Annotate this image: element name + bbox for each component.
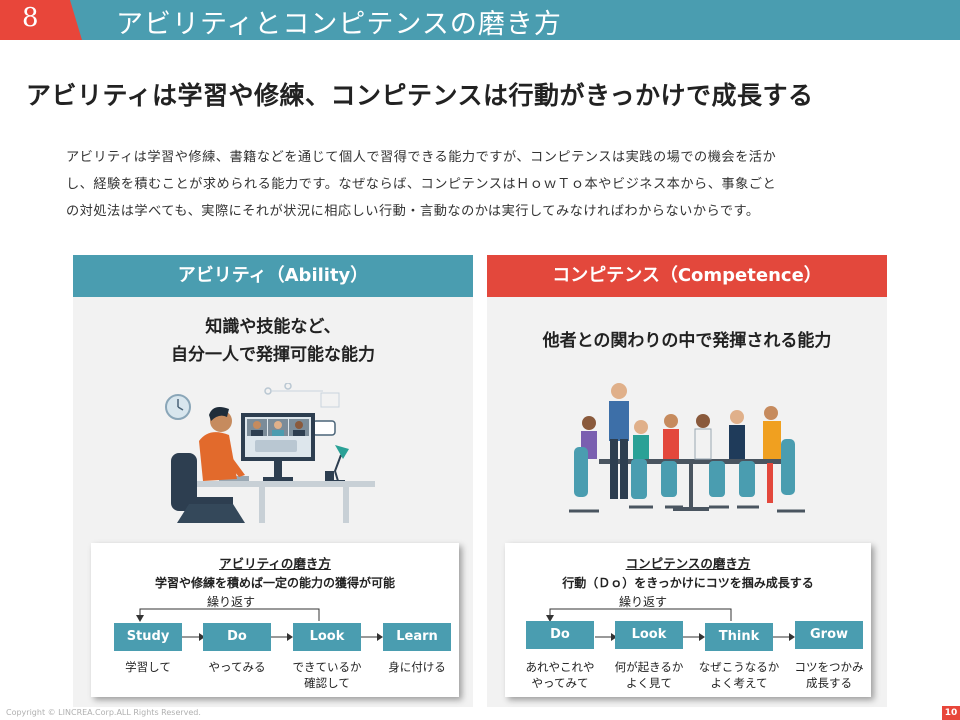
caption-line: あれやこれや [525,660,595,674]
competence-header: コンピテンス（Competence） [487,255,887,297]
caption-line: よく見て [626,676,672,690]
repeat-loop-arrow-icon [136,608,383,641]
caption-line: 確認して [304,676,350,690]
step-think: Think [705,623,773,651]
step-caption: 学習して [98,659,198,675]
caption-line: 成長する [806,676,852,690]
card-title: アビリティの磨き方 [219,556,331,571]
step-caption: やってみる [187,659,287,675]
caption-line: できているか [292,660,362,674]
step-grow: Grow [795,621,863,649]
section-number: 8 [22,3,39,33]
ability-header: アビリティ（Ability） [73,255,473,297]
caption-line: 何が起きるか [614,660,684,674]
caption-line: 身に付ける [388,660,446,674]
copyright: Copyright © LINCREA.Corp.ALL Rights Rese… [6,708,201,717]
step-caption: コツをつかみ 成長する [779,659,879,691]
tagline-line: 知識や技能など、 [205,317,341,337]
caption-line: やってみる [208,660,266,674]
caption-line: よく考えて [710,676,768,690]
slide-title: アビリティとコンピテンスの磨き方 [116,9,562,40]
competence-panel: コンピテンス（Competence） 他者との関わりの中で発揮される能力 コンピ… [487,255,887,707]
caption-line: 学習して [125,660,171,674]
tagline-line: 自分一人で発揮可能な能力 [171,345,375,365]
body-line: アビリティは学習や修練、書籍などを通じて個人で習得できる能力ですが、コンピテンス… [66,150,777,165]
section-number-badge: 8 [0,0,82,40]
caption-line: やってみて [531,676,589,690]
step-caption: 何が起きるか よく見て [599,659,699,691]
repeat-label: 繰り返す [207,595,256,609]
step-caption: なぜこうなるか よく考えて [689,659,789,691]
repeat-label: 繰り返す [619,595,668,609]
step-look: Look [615,621,683,649]
competence-method-card: コンピテンスの磨き方 行動（Ｄｏ）をきっかけにコツを掴み成長する 繰り返す Do… [505,543,871,697]
step-caption: 身に付ける [367,659,467,675]
person-at-computer-video-call-illustration [165,383,375,523]
team-meeting-table-illustration [569,383,805,513]
card-subtitle: 学習や修練を積めば一定の能力の獲得が可能 [154,576,395,590]
page-number: 10 [942,706,960,720]
repeat-loop-arrow-icon [546,608,795,641]
step-study: Study [114,623,182,651]
card-title: コンピテンスの磨き方 [625,556,751,571]
caption-line: なぜこうなるか [698,660,780,674]
ability-method-card: アビリティの磨き方 学習や修練を積めば一定の能力の獲得が可能 繰り返す Stud… [91,543,459,697]
competence-tagline: 他者との関わりの中で発揮される能力 [542,331,832,351]
ability-panel: アビリティ（Ability） 知識や技能など、 自分一人で発揮可能な能力 [73,255,473,707]
caption-line: コツをつかみ [794,660,864,674]
step-look: Look [293,623,361,651]
step-caption: あれやこれや やってみて [510,659,610,691]
slide-subtitle: アビリティは学習や修練、コンピテンスは行動がきっかけで成長する [26,81,814,110]
step-do: Do [526,621,594,649]
title-banner: 8 アビリティとコンピテンスの磨き方 [0,0,960,40]
step-learn: Learn [383,623,451,651]
card-subtitle: 行動（Ｄｏ）をきっかけにコツを掴み成長する [562,576,814,590]
step-do: Do [203,623,271,651]
body-line: の対処法は学べても、実際にそれが状況に相応しい行動・言動なのかは実行してみなけれ… [66,204,760,219]
body-line: し、経験を積むことが求められる能力です。なぜならば、コンピテンスはＨｏｗＴｏ本や… [66,177,777,192]
step-caption: できているか 確認して [277,659,377,691]
ability-tagline: 知識や技能など、 自分一人で発揮可能な能力 [73,313,473,369]
body-paragraph: アビリティは学習や修練、書籍などを通じて個人で習得できる能力ですが、コンピテンス… [66,144,902,225]
